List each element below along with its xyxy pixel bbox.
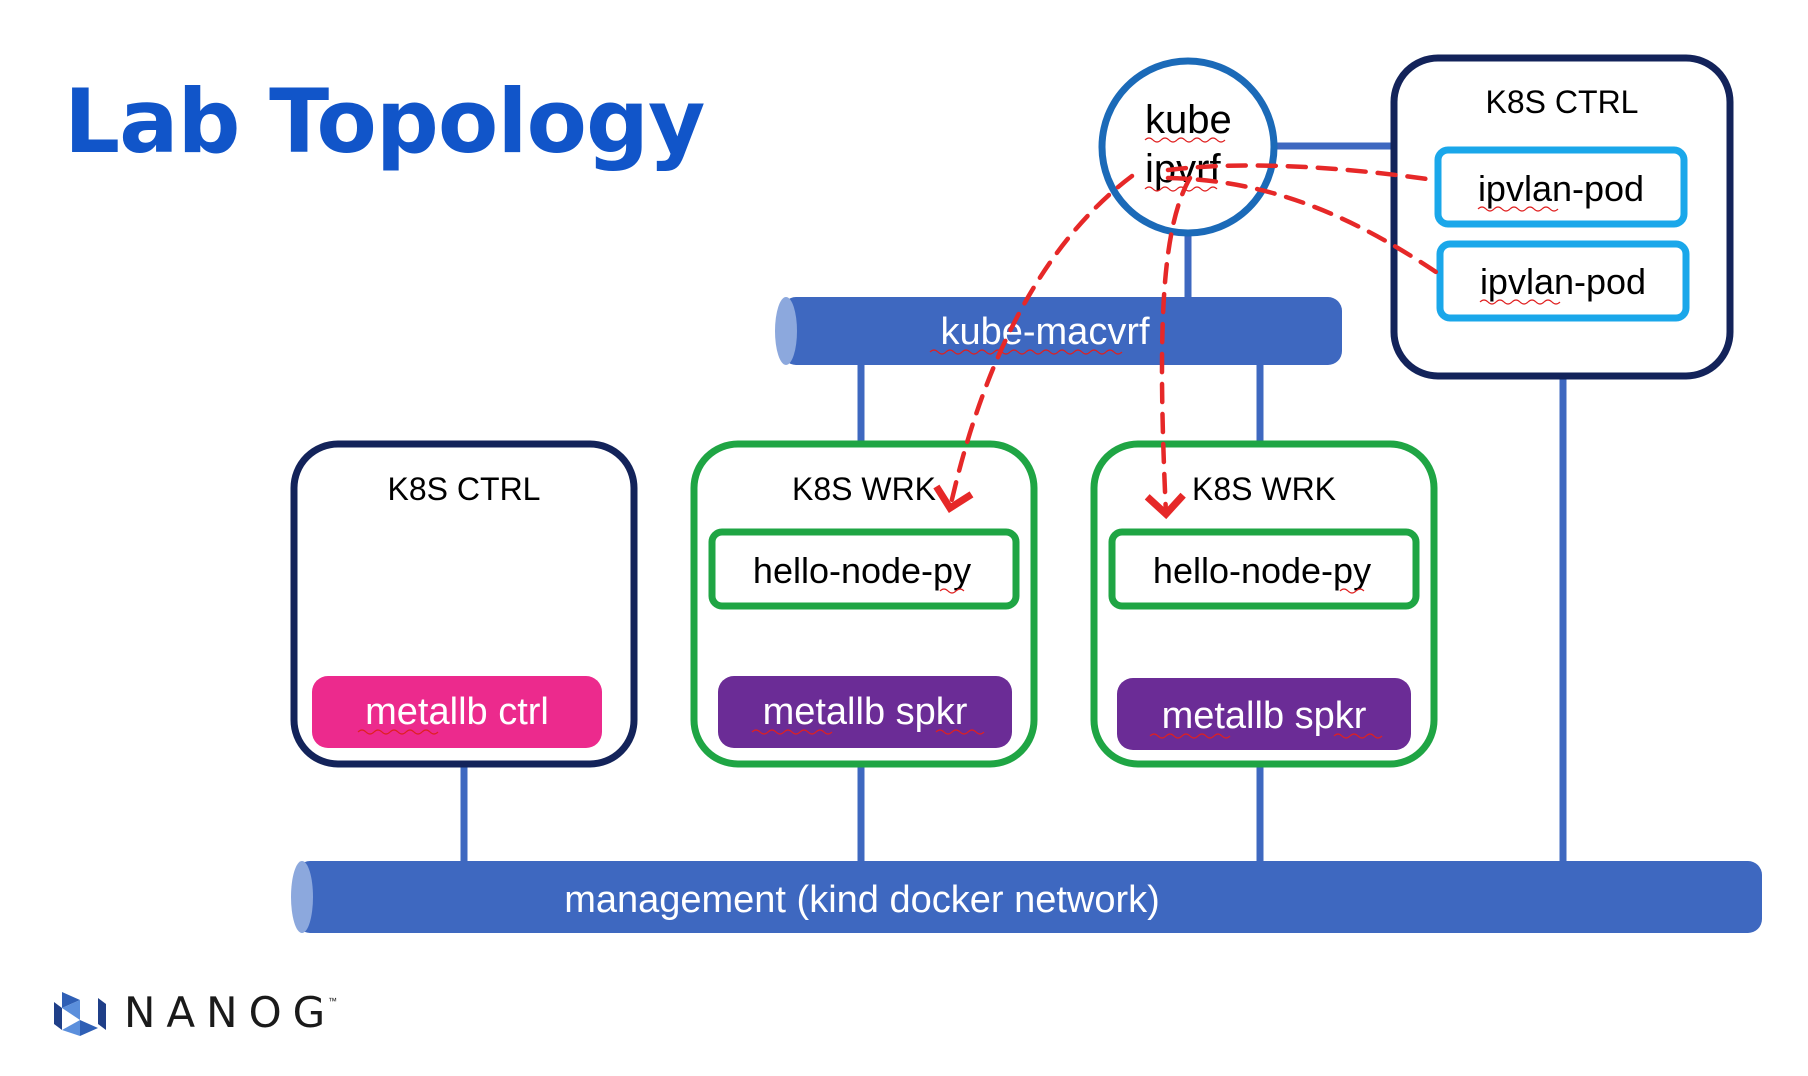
hello-node-label: hello-node-py [753,550,971,591]
management-bus: management (kind docker network) [291,861,1762,933]
hello-node-pod-2: hello-node-py [1108,528,1420,610]
node-ctrl: K8S CTRL metallb ctrl [290,440,638,768]
nanog-logo-text: NANOG [124,988,337,1037]
ipvlan-pod-1: ipvlan-pod [1434,146,1688,228]
hello-node-label: hello-node-py [1153,550,1371,591]
flow-to-worker-1 [933,173,1135,513]
ipvlan-pod-2: ipvlan-pod [1436,240,1690,322]
worker-2-label: K8S WRK [1192,471,1336,507]
traffic-flows [933,163,1439,520]
node-top-ctrl: K8S CTRL ipvlan-pod ipvlan-pod [1390,54,1734,380]
metallb-spkr-badge-2: metallb spkr [1117,678,1411,750]
node-worker-2: K8S WRK hello-node-py metallb spkr [1090,440,1438,768]
router-label-line1: kube [1145,98,1232,142]
macvrf-bus: kube-macvrf [775,297,1342,365]
node-worker-1: K8S WRK hello-node-py metallb spkr [690,440,1038,768]
router-kube-ipvrf: kube ipvrf [1098,57,1278,237]
worker-1-label: K8S WRK [792,471,936,507]
flow-to-ipvlan-pod-1 [1165,163,1437,183]
nanog-trademark: ™ [328,996,337,1006]
ipvlan-pod-label: ipvlan-pod [1478,168,1644,209]
metallb-ctrl-label: metallb ctrl [365,691,549,733]
metallb-spkr-badge-1: metallb spkr [718,676,1012,748]
metallb-ctrl-badge: metallb ctrl [312,676,602,748]
nanog-logo-icon [54,992,106,1036]
links [460,142,1567,862]
flow-to-worker-2 [1144,175,1193,520]
flow-to-ipvlan-pod-2 [1165,175,1439,275]
ctrl-label: K8S CTRL [388,471,541,507]
metallb-spkr-label: metallb spkr [763,691,968,733]
hello-node-pod-1: hello-node-py [708,528,1020,610]
management-label: management (kind docker network) [564,879,1160,921]
metallb-spkr-label: metallb spkr [1162,695,1367,737]
macvrf-label: kube-macvrf [940,311,1149,353]
page-title: Lab Topology [64,70,705,173]
ipvlan-pod-label: ipvlan-pod [1480,261,1646,302]
top-ctrl-label: K8S CTRL [1486,84,1639,120]
